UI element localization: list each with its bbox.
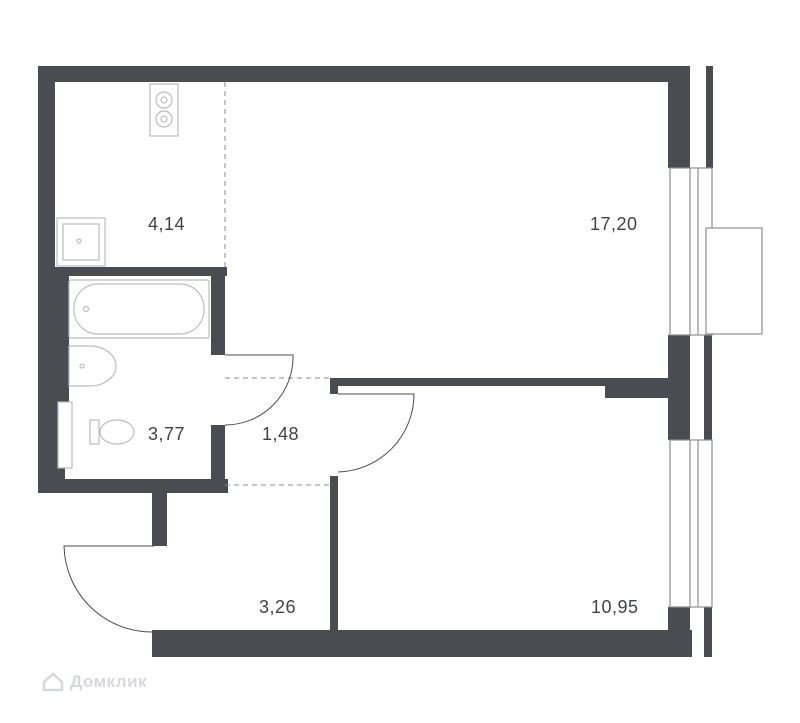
bathroom-door: [224, 354, 294, 426]
bedroom-left-wall-upper: [330, 378, 338, 394]
bedroom-door: [337, 393, 415, 473]
bottom-left-wall: [38, 479, 228, 493]
bedroom-top-wall-thick: [605, 378, 675, 398]
toilet: [99, 419, 135, 445]
watermark-text: Домклик: [70, 672, 148, 691]
bath-right-wall-lower: [211, 425, 225, 485]
zone-lines: [224, 82, 330, 486]
balcony: [705, 227, 763, 335]
entrance-door: [63, 545, 155, 633]
doors: [63, 354, 415, 633]
bottom-wall: [152, 630, 692, 657]
bath-left-wall: [55, 276, 69, 426]
corridor-area: 1,48: [262, 424, 300, 444]
toilet-tank: [89, 419, 100, 445]
washbasin: [68, 345, 117, 387]
kitchen-area: 4,14: [148, 214, 186, 234]
window-living-room: [669, 167, 713, 336]
left-wall: [38, 66, 55, 493]
bathroom-fixtures: [57, 279, 210, 469]
living-room-area: 17,20: [590, 214, 638, 234]
bedroom-top-wall: [330, 378, 668, 386]
outer-edge-top: [706, 66, 713, 168]
window-bedroom: [669, 439, 713, 608]
right-wall-mid: [668, 335, 690, 440]
right-wall-top: [668, 66, 690, 168]
watermark: Домклик: [42, 672, 147, 692]
entry-wall-lower: [152, 630, 167, 657]
walls: [38, 66, 713, 657]
bedroom-area: 10,95: [591, 597, 639, 617]
bath-top-wall: [55, 267, 227, 276]
top-wall: [38, 66, 688, 82]
kitchen-fixtures: [56, 83, 179, 267]
house-icon: [42, 672, 64, 692]
outer-edge-bottom: [704, 607, 712, 657]
hallway-area: 3,26: [259, 597, 297, 617]
windows: [669, 167, 763, 608]
bath-right-wall-upper: [211, 267, 225, 355]
bathroom-area: 3,77: [148, 424, 186, 444]
right-wall-bottom: [668, 607, 690, 657]
bedroom-left-wall: [330, 476, 338, 640]
entry-wall-stub: [152, 490, 167, 546]
bath-shelf: [57, 401, 73, 469]
outer-edge-mid: [704, 335, 712, 440]
